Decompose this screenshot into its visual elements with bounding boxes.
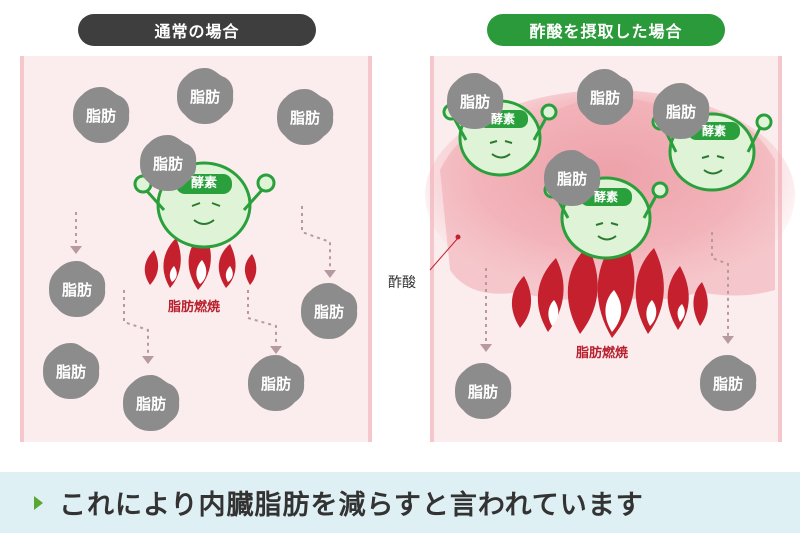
acetic-acid-label: 酢酸	[388, 275, 416, 291]
fat-blob: 脂肪	[697, 352, 759, 414]
fat-blob: 脂肪	[541, 147, 603, 209]
fat-blob: 脂肪	[444, 70, 506, 132]
fat-label: 脂肪	[313, 302, 344, 321]
fat-label: 脂肪	[459, 92, 490, 111]
enzyme-label: 酵素	[190, 176, 217, 191]
fat-blob: 脂肪	[120, 372, 182, 434]
fat-blob-shape	[544, 150, 601, 206]
play-arrow-icon	[34, 495, 43, 510]
fat-blob: 脂肪	[650, 80, 712, 142]
fat-label: 脂肪	[289, 108, 320, 127]
enzyme-faces	[191, 140, 725, 241]
fat-blob-shape	[277, 89, 334, 145]
fat-label: 脂肪	[85, 106, 116, 125]
fat-label: 脂肪	[712, 374, 743, 393]
right-panel-title: 酢酸を摂取した場合	[487, 14, 725, 46]
fat-blob: 脂肪	[46, 258, 108, 320]
fat-blob-shape	[700, 355, 757, 411]
fat-label: 脂肪	[467, 382, 498, 401]
fat-blob-shape	[577, 69, 634, 125]
fat-blob: 脂肪	[70, 84, 132, 146]
acid-leader-line	[429, 237, 459, 271]
fat-blob-shape	[49, 261, 106, 317]
fat-blob: 脂肪	[452, 360, 514, 422]
left-panel-title: 通常の場合	[78, 14, 316, 46]
enzyme-label: 酵素	[490, 112, 515, 126]
flames-right	[511, 232, 708, 338]
fat-label: 脂肪	[556, 169, 587, 188]
fat-blob-shape	[301, 283, 358, 339]
fat-blob: 脂肪	[298, 280, 360, 342]
bottom-message-band: これにより内臓脂肪を減らすと言われています	[0, 472, 800, 533]
fat-burning-label: 脂肪燃焼	[576, 346, 629, 361]
fat-label: 脂肪	[55, 362, 86, 381]
fat-blob-shape	[248, 355, 305, 411]
enzyme-label: 酵素	[701, 124, 726, 138]
fat-blob: 脂肪	[245, 352, 307, 414]
fat-label: 脂肪	[61, 280, 92, 299]
fat-label: 脂肪	[135, 394, 166, 413]
fat-label: 脂肪	[260, 374, 291, 393]
bottom-message: これにより内臓脂肪を減らすと言われています	[59, 490, 644, 521]
fat-blob: 脂肪	[274, 86, 336, 148]
fat-blob: 脂肪	[137, 132, 199, 194]
fat-blob-shape	[447, 73, 504, 129]
fat-label: 脂肪	[189, 87, 220, 106]
fat-label: 脂肪	[665, 102, 696, 121]
fat-blob-shape	[123, 375, 180, 431]
fat-blob-shape	[455, 363, 512, 419]
fat-blob: 脂肪	[574, 66, 636, 128]
fat-blob-shape	[43, 343, 100, 399]
fat-label: 脂肪	[152, 154, 183, 173]
fat-burning-label: 脂肪燃焼	[168, 300, 221, 315]
fat-fall-arrows-left	[75, 206, 729, 356]
fat-blob-shape	[73, 87, 130, 143]
fat-blob-shape	[177, 68, 234, 124]
enzyme-label: 酵素	[593, 190, 618, 204]
fat-label: 脂肪	[589, 88, 620, 107]
fat-blob-shape	[140, 135, 197, 191]
fat-blob: 脂肪	[40, 340, 102, 402]
fat-blob: 脂肪	[174, 65, 236, 127]
fat-blob-shape	[653, 83, 710, 139]
